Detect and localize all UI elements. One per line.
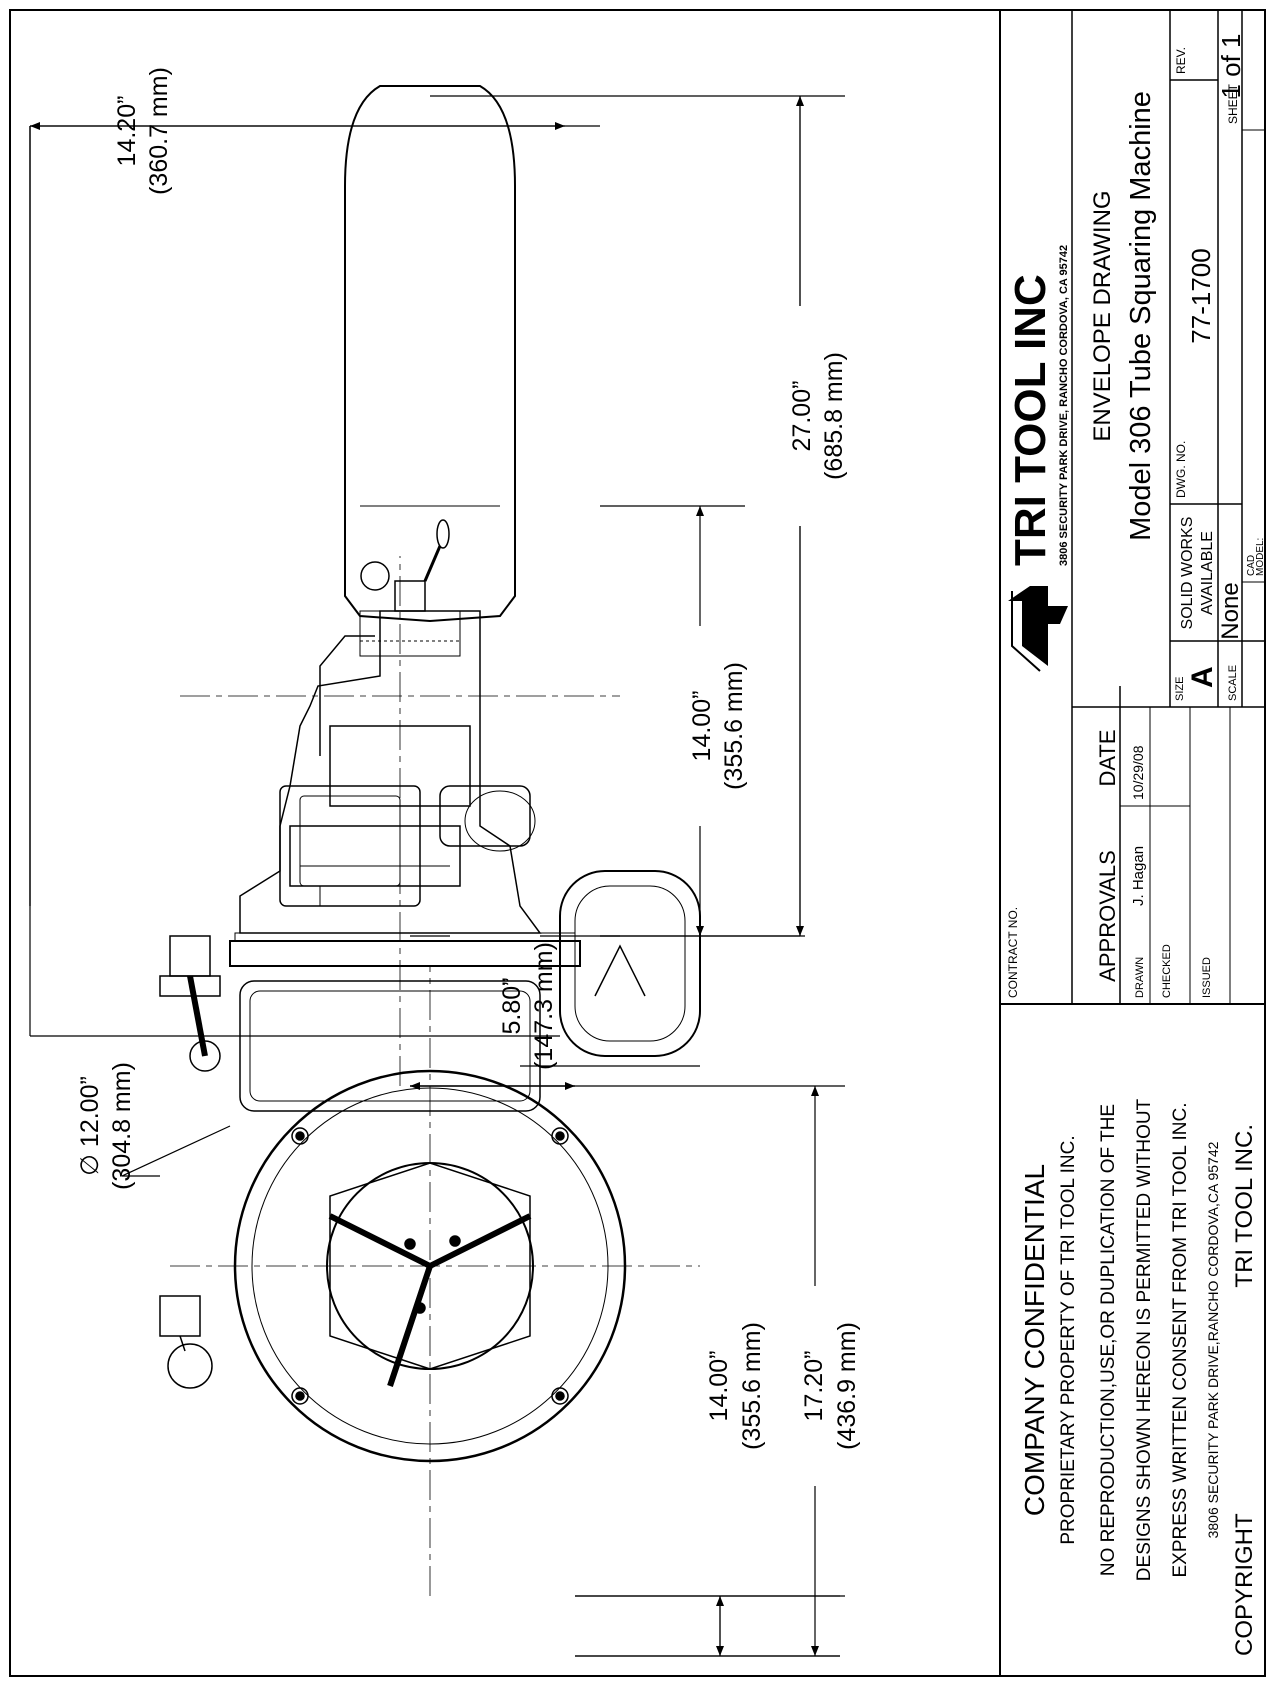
confidential-block: COMPANY CONFIDENTIAL PROPRIETARY PROPERT… [1019,1098,1258,1656]
side-dimensions [29,95,845,1087]
front-length-inch: 17.20” [800,1351,828,1422]
cad-label-1: CAD [1246,555,1257,576]
front-dim-length: 17.20” (436.9 mm) [800,1286,880,1486]
bolt-icon [551,1387,569,1405]
copyright-label: COPYRIGHT [1231,1513,1258,1656]
front-dim-diameter: ∅ 12.00” (304.8 mm) [76,1062,136,1190]
front-dim-width: 14.00” (355.6 mm) [700,1286,780,1486]
side-width-mm: (355.6 mm) [720,662,748,790]
cad-label-2: MODEL: [1255,538,1266,576]
drawing-type: ENVELOPE DRAWING [1089,190,1116,441]
company-name: TRI TOOL INC [1006,274,1055,566]
confidential-line-3: DESIGNS SHOWN HEREON IS PERMITTED WITHOU… [1134,1098,1155,1581]
dwg-number: 77-1700 [1186,248,1216,343]
title-block [999,10,1265,1676]
dwg-label: DWG. NO. [1174,441,1188,498]
date-label: DATE [1095,729,1120,786]
bolt-icon [291,1127,309,1145]
size-value: A [1186,666,1219,688]
front-length-mm: (436.9 mm) [833,1322,861,1450]
side-dim-height [30,122,575,1090]
overall-length-inch: 27.00” [788,381,816,452]
scale-label: SCALE [1227,665,1239,701]
front-width-mm: (355.6 mm) [738,1322,766,1450]
confidential-line-1: PROPRIETARY PROPERTY OF TRI TOOL INC. [1058,1135,1079,1544]
solidworks-line2: AVAILABLE [1199,531,1216,615]
motor-housing [344,85,516,623]
diameter-inch: ∅ 12.00” [76,1076,104,1176]
bolt-icon [291,1387,309,1405]
solidworks-line1: SOLID WORKS [1179,517,1196,630]
side-view [159,85,620,1086]
sheet-label: SHEET [1226,83,1240,124]
drawn-date: 10/29/08 [1130,745,1146,800]
border-frame [9,9,1266,1677]
confidential-line-2: NO REPRODUCTION,USE,OR DUPLICATION OF TH… [1098,1104,1119,1576]
front-width-inch: 14.00” [705,1351,733,1422]
contract-label: CONTRACT NO. [1006,907,1020,998]
confidential-heading: COMPANY CONFIDENTIAL [1019,1164,1050,1516]
scale-value: None [1217,582,1244,639]
diameter-mm: (304.8 mm) [108,1062,136,1190]
side-width-inch: 14.00” [688,691,716,762]
front-view [159,870,701,1596]
rev-label: REV. [1174,47,1188,74]
sheet-value: 1 of 1 [1216,33,1246,98]
offset-inch: 5.80” [498,978,526,1035]
overall-height-inch: 14.20” [113,96,141,167]
bolt-icon [551,1127,569,1145]
drawn-label: DRAWN [1134,957,1146,998]
clamp-plate [229,940,581,967]
tri-tool-logo [1008,586,1068,672]
copyright-owner: TRI TOOL INC. [1231,1124,1258,1288]
overall-length-mm: (685.8 mm) [820,352,848,480]
side-dim-labels: 14.20” (360.7 mm) 14.00” (355.6 mm) 27.0… [113,67,860,1070]
issued-label: ISSUED [1201,957,1213,998]
confidential-line-4: EXPRESS WRITTEN CONSENT FROM TRI TOOL IN… [1170,1102,1191,1577]
size-label: SIZE [1174,677,1186,701]
company-address: 3806 SECURITY PARK DRIVE, RANCHO CORDOVA… [1058,245,1070,566]
model-title: Model 306 Tube Squaring Machine [1125,91,1157,541]
offset-mm: (147.3 mm) [530,942,558,1070]
drawn-by: J. Hagan [1130,846,1147,906]
confidential-address: 3806 SECURITY PARK DRIVE,RANCHO CORDOVA,… [1205,1141,1221,1538]
checked-label: CHECKED [1161,944,1173,998]
approvals-label: APPROVALS [1095,850,1120,982]
overall-height-mm: (360.7 mm) [145,67,173,195]
